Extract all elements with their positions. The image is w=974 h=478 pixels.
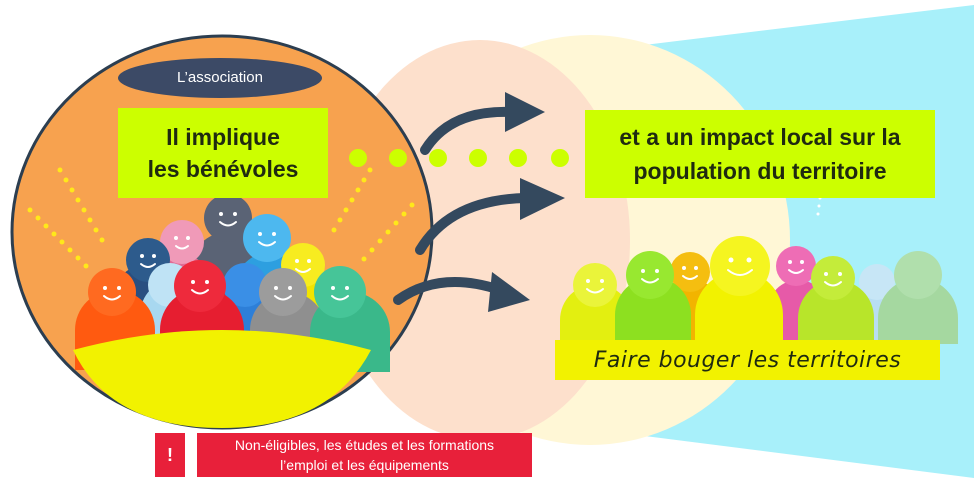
person-icon <box>615 251 691 345</box>
impact-label-line1: et a un impact local sur la <box>619 124 901 150</box>
warning-note: Non-éligibles, les études et les formati… <box>197 433 532 477</box>
arrow-bottom <box>393 277 505 305</box>
impact-label: et a un impact local sur la population d… <box>585 110 935 198</box>
impact-label-line2: population du territoire <box>633 158 887 184</box>
ground-arc <box>73 330 371 428</box>
arrow-middle <box>415 193 530 255</box>
volunteers-label: Il implique les bénévoles <box>118 108 328 198</box>
person-icon <box>798 256 874 344</box>
warning-line1: Non-éligibles, les études et les formati… <box>234 437 495 453</box>
smiley-faces <box>103 212 349 290</box>
population-group <box>560 236 958 345</box>
arrowhead-middle <box>520 178 565 220</box>
volunteers-label-line2: les bénévoles <box>147 156 299 182</box>
person-icon <box>878 251 958 344</box>
person-icon <box>695 236 783 345</box>
dotted-connector <box>349 149 569 167</box>
light-rays <box>27 167 415 269</box>
arrow-top <box>420 106 515 155</box>
association-label: L’association <box>177 68 263 86</box>
arrows <box>393 106 530 305</box>
warning-line2: l’emploi et les équipements <box>280 457 449 473</box>
warning-icon: ! <box>155 433 185 477</box>
arrowhead-top <box>505 92 545 132</box>
volunteers-label-line1: Il implique <box>166 124 280 150</box>
association-header-pill <box>118 58 322 98</box>
person-icon <box>560 263 632 344</box>
arrowhead-bottom <box>488 272 530 312</box>
territories-banner: Faire bouger les territoires <box>555 340 940 380</box>
